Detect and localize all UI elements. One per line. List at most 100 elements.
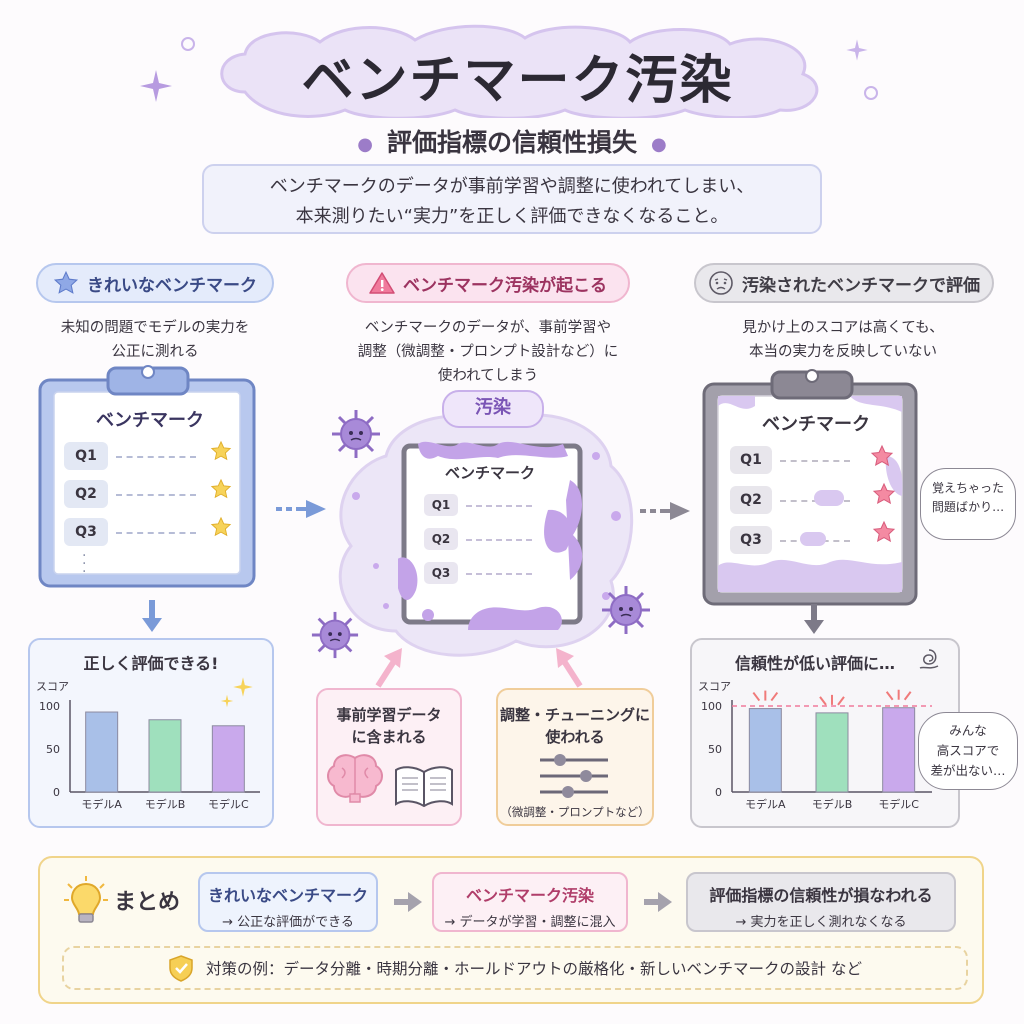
question-chip: Q2 — [730, 486, 772, 514]
summary-card-reliability: 評価指標の信頼性が損なわれる → 実力を正しく測れなくなる — [686, 872, 956, 932]
pill-label: 汚染されたベンチマークで評価 — [742, 275, 980, 296]
contaminated-description: 見かけ上のスコアは高くても、 本当の実力を反映していない — [690, 316, 996, 364]
star-icon — [872, 520, 896, 543]
stain-blob — [814, 490, 844, 506]
answer-line — [116, 532, 196, 534]
bar — [882, 707, 916, 793]
desc-line: ベンチマークのデータが、事前学習や — [364, 320, 612, 336]
y-tick-label: 0 — [53, 786, 60, 799]
answer-line — [466, 539, 532, 541]
question-chip: Q2 — [424, 528, 458, 550]
y-tick-label: 50 — [708, 743, 722, 756]
countermeasure-text: 対策の例：データ分離・時期分離・ホールドアウトの厳格化・新しいベンチマークの設計… — [206, 960, 862, 978]
title-cloud — [220, 24, 819, 118]
answer-line — [116, 494, 196, 496]
star-icon — [210, 516, 232, 537]
result-title: 信頼性が低い評価に… — [734, 654, 895, 673]
source-subnote: （微調整・プロンプトなど） — [500, 805, 650, 819]
clean-description: 未知の問題でモデルの実力を 公正に測れる — [30, 316, 280, 364]
result-title: 正しく評価できる! — [83, 654, 219, 673]
definition-line: ベンチマークのデータが事前学習や調整に使われてしまい、 — [269, 176, 755, 197]
question-chip: Q1 — [730, 446, 772, 474]
note-line: 調整・チューニングに — [499, 706, 650, 724]
y-tick-label: 100 — [701, 700, 722, 713]
question-list: Q1 Q2 Q3 — [730, 446, 900, 566]
pill-label: ベンチマーク汚染が起こる — [403, 275, 607, 296]
card-sub: → 公正な評価ができる — [222, 915, 354, 930]
emphasis-mark — [770, 691, 779, 702]
speech-bubble: 覚えちゃった 問題ばかり… — [920, 468, 1016, 540]
summary-card-clean: きれいなベンチマーク → 公正な評価ができる — [198, 872, 378, 932]
card-title: 評価指標の信頼性が損なわれる — [709, 886, 933, 905]
bubble-line: 覚えちゃった — [931, 481, 1004, 495]
bullet-dot-icon: ● — [357, 133, 373, 155]
bar — [748, 708, 782, 793]
question-chip: Q1 — [64, 442, 108, 470]
y-tick-label: 0 — [715, 786, 722, 799]
bubble-line: みんな — [949, 723, 987, 738]
x-tick-label: モデルB — [145, 797, 186, 811]
summary-label: まとめ — [114, 890, 181, 915]
contamination-pill: ベンチマーク汚染が起こる — [346, 263, 630, 303]
bubble-line: 問題ばかり… — [931, 500, 1005, 514]
lightbulb-icon — [64, 876, 108, 923]
arrow-right-icon — [644, 892, 672, 912]
contamination-tag: 汚染 — [442, 390, 544, 428]
desc-line: 公正に測れる — [111, 344, 199, 360]
arrow-down-icon — [142, 600, 162, 632]
bubble-line: 差が出ない… — [930, 763, 1006, 778]
book-icon — [395, 766, 453, 808]
note-line: 使われる — [545, 728, 605, 746]
star-icon — [210, 478, 232, 499]
emphasis-mark — [837, 696, 845, 706]
star-icon — [53, 270, 79, 294]
question-chip: Q3 — [64, 518, 108, 546]
emphasis-mark — [752, 691, 761, 702]
virus-icon — [602, 586, 650, 634]
virus-icon — [332, 410, 380, 458]
y-axis-label: スコア — [36, 680, 69, 693]
desc-line: 本当の実力を反映していない — [748, 344, 938, 360]
answer-line — [780, 460, 850, 462]
bullet-dot-icon: ● — [651, 133, 667, 155]
question-chip: Q1 — [424, 494, 458, 516]
arrow-up-icon — [375, 648, 402, 688]
note-line: 事前学習データ — [336, 706, 442, 724]
bar — [211, 725, 245, 793]
bar — [815, 712, 849, 793]
stain-blob — [800, 532, 826, 546]
answer-line — [466, 573, 532, 575]
sparkle-icon — [233, 677, 253, 697]
clean-clipboard — [38, 365, 256, 588]
question-chip: Q3 — [730, 526, 772, 554]
contaminated-eval-pill: 汚染されたベンチマークで評価 — [694, 263, 994, 303]
clipboard-title: ベンチマーク — [762, 414, 870, 435]
y-tick-label: 50 — [46, 743, 60, 756]
source-note: 事前学習データ に含まれる — [316, 704, 462, 748]
summary-card-contamination: ベンチマーク汚染 → データが学習・調整に混入 — [432, 872, 628, 932]
bar — [85, 711, 119, 793]
warning-icon — [369, 272, 395, 294]
sparkle-icon — [140, 70, 172, 102]
more-dots: ··· — [82, 548, 87, 580]
sliders-icon — [540, 754, 608, 798]
x-tick-label: モデルB — [812, 797, 853, 811]
answer-line — [466, 505, 532, 507]
sparkle-icon — [846, 39, 868, 61]
desc-line: 見かけ上のスコアは高くても、 — [742, 320, 944, 336]
desc-line: 未知の問題でモデルの実力を — [60, 320, 250, 336]
subtitle-text: 評価指標の信頼性損失 — [386, 128, 637, 157]
pill-label: きれいなベンチマーク — [87, 275, 257, 296]
x-tick-label: モデルA — [81, 797, 122, 811]
desc-line: 使われてしまう — [437, 368, 539, 384]
speech-bubble: みんな 高スコアで 差が出ない… — [918, 712, 1018, 790]
arrow-up-icon — [556, 648, 583, 688]
x-tick-label: モデルC — [878, 797, 919, 811]
emphasis-mark — [819, 696, 827, 706]
sparkle-icon — [220, 694, 234, 708]
page-title: ベンチマーク汚染 — [301, 51, 734, 111]
star-icon — [870, 444, 894, 467]
x-tick-label: モデルC — [208, 797, 249, 811]
